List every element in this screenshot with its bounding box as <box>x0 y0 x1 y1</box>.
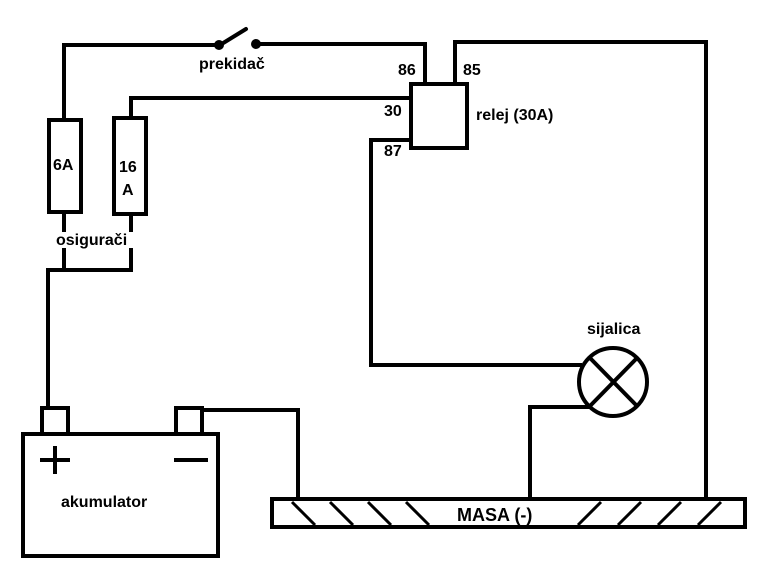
switch-contact-right <box>251 39 261 49</box>
fuse-6a: 6A <box>47 118 83 214</box>
relay-pin-86-label: 86 <box>398 62 416 79</box>
switch-label: prekidač <box>199 56 265 73</box>
fuse-16a: 16 A <box>112 116 148 216</box>
ground-label: MASA (-) <box>457 505 532 525</box>
fuse-6a-label: 6A <box>53 157 74 174</box>
fuses-label: osigurači <box>56 232 127 249</box>
wires <box>46 40 708 501</box>
switch-lever <box>218 27 248 47</box>
wire-fuses-to-battery-plus <box>46 248 133 410</box>
wire-pin85-to-ground <box>453 40 708 501</box>
fuse-16a-label-line1: 16 <box>119 159 137 176</box>
ground-label-bg <box>448 503 566 524</box>
ground-bar: MASA (-) <box>270 497 747 529</box>
relay-box <box>409 82 469 150</box>
battery-terminal-plus <box>40 406 70 436</box>
relay-pin-87-label: 87 <box>384 143 402 160</box>
switch: prekidač <box>199 27 265 73</box>
battery: akumulator <box>21 406 220 558</box>
lamp-label: sijalica <box>587 321 640 338</box>
fuse-16a-body <box>112 116 148 216</box>
wire-switch-to-pin86 <box>255 42 427 86</box>
wire-battery-minus-to-ground <box>200 408 300 501</box>
relay-label: relej (30A) <box>476 107 553 124</box>
relay-pin-85-label: 85 <box>463 62 481 79</box>
lamp-cross-2 <box>588 356 639 408</box>
wire-fuse16a-to-pin30 <box>129 96 413 120</box>
wire-lamp-to-ground <box>528 405 592 501</box>
fuse-16a-label-line2: A <box>122 182 134 199</box>
battery-terminal-minus <box>174 406 204 436</box>
ground-bar-hatching <box>290 500 723 527</box>
fuse-6a-body <box>47 118 83 214</box>
wire-pin87-to-lamp <box>369 138 582 367</box>
wire-fuse6a-to-switch <box>62 43 219 122</box>
relay-pin-30-label: 30 <box>384 103 402 120</box>
lamp: sijalica <box>577 321 649 418</box>
relay: 86 85 30 87 relej (30A) <box>384 62 553 160</box>
battery-label: akumulator <box>61 494 147 511</box>
